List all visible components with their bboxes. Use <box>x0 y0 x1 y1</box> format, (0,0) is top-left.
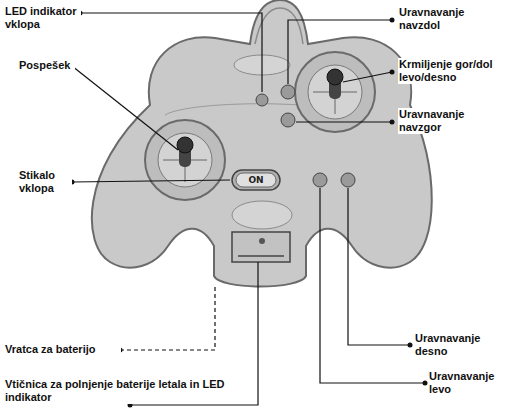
leader-dots <box>70 11 428 408</box>
part-label: LED indikator vklopa <box>4 5 81 31</box>
part-label: Pospešek <box>18 59 75 72</box>
part-label: Vratca za baterijo <box>4 343 121 356</box>
part-label: Uravnavanje navzgor <box>398 108 500 134</box>
part-label: Stikalo vklopa <box>18 169 72 195</box>
part-label: Uravnavanje levo <box>428 370 516 396</box>
switch-text: ON <box>236 175 276 185</box>
leader-lines <box>72 13 425 405</box>
part-label: Uravnavanje desno <box>414 332 516 358</box>
part-label: Uravnavanje navzdol <box>398 6 500 32</box>
part-label: Vtičnica za polnjenje baterije letala in… <box>4 378 241 404</box>
part-label: Krmiljenje gor/dol levo/desno <box>398 58 510 84</box>
